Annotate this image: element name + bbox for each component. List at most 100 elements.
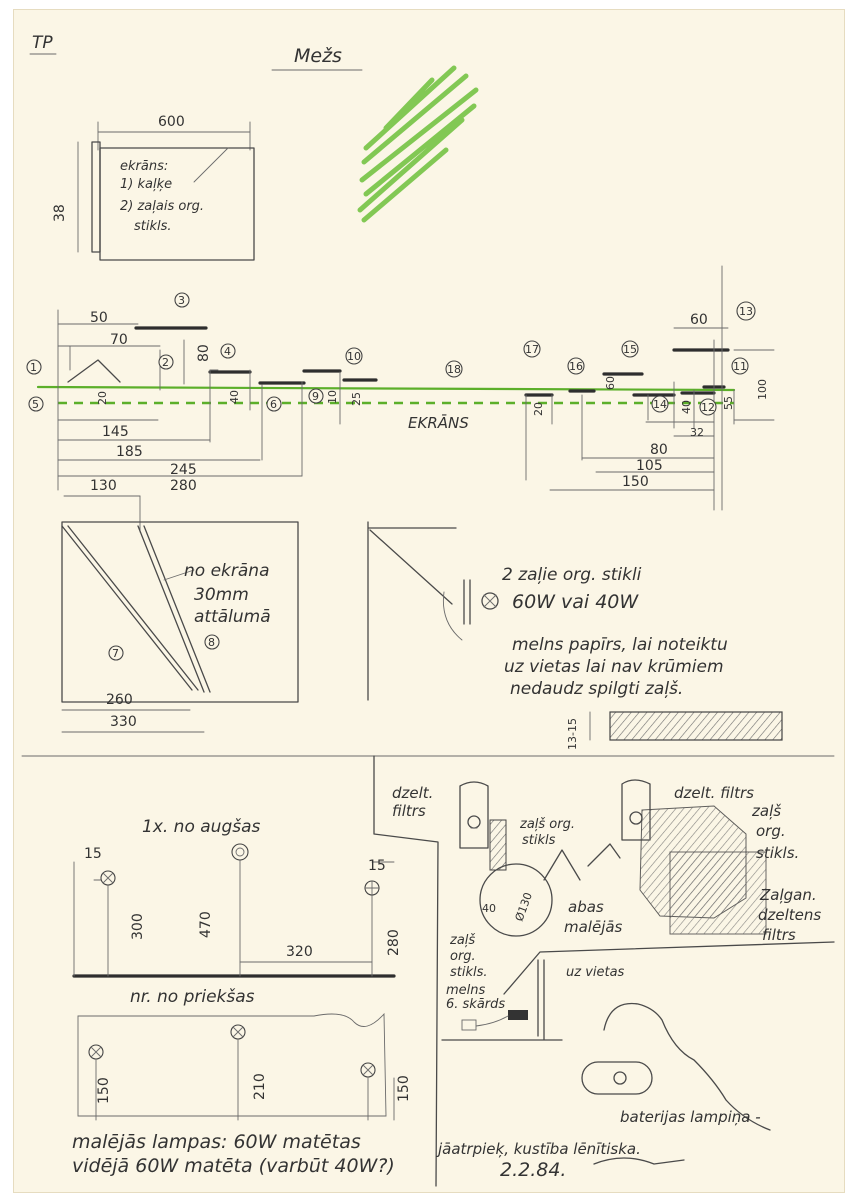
plan-right-line-2: 60W vai 40W: [512, 591, 639, 613]
screen-label: EKRĀNS: [408, 414, 469, 432]
dim-25: 25: [350, 392, 363, 406]
svg-text:3: 3: [178, 294, 185, 307]
section-profile: EKRĀNS 50 70 80 60 20 40 10 25 20 60 40 …: [26, 265, 775, 661]
dim-105: 105: [636, 458, 663, 474]
green-scribble: [357, 65, 479, 223]
svg-text:9: 9: [312, 390, 319, 403]
dim-600: 600: [158, 114, 185, 130]
plan-right-note-2: uz vietas lai nav krūmiem: [504, 657, 724, 677]
note-outer-lamps: malējās lampas: 60W matētas: [72, 1131, 361, 1153]
dim-80: 80: [196, 344, 212, 362]
dim-100: 100: [756, 379, 769, 400]
lamp-top-dim-300: 300: [130, 913, 146, 940]
lamp-top-title: 1x. no augšas: [142, 817, 261, 837]
svg-text:14: 14: [653, 398, 667, 411]
dim-40-c: 40: [482, 902, 496, 915]
lbl-glass-bot-3: stikls.: [450, 965, 488, 980]
signature: [593, 1157, 685, 1165]
svg-text:18: 18: [447, 363, 461, 376]
drawing-sheet: TP Mežs 600 38 ekrāns: 1) kaļķe 2) zaļai…: [14, 10, 844, 1192]
dim-20-a: 20: [96, 391, 109, 405]
plan-right-note-3: nedaudz spilgti zaļš.: [510, 679, 683, 699]
lbl-black-can-2: 6. skārds: [446, 997, 505, 1012]
lbl-bottom: jāatrpieķ, kustība lēnītiska.: [436, 1140, 641, 1158]
right-sketch: dzelt. filtrs zaļš org. stikls 40 Ø130 a…: [392, 779, 835, 1181]
dim-50: 50: [90, 310, 108, 326]
svg-text:7: 7: [112, 647, 119, 660]
lbl-glass-right-1: zaļš: [751, 802, 781, 820]
screen-line-4: stikls.: [134, 219, 172, 234]
dim-130-c: Ø130: [513, 891, 535, 923]
svg-text:16: 16: [569, 360, 583, 373]
lbl-green-yellow-3: filtrs: [762, 926, 796, 944]
lbl-both-1: abas: [568, 898, 604, 916]
svg-text:12: 12: [701, 401, 715, 414]
dim-330: 330: [110, 714, 137, 730]
plan-note-3: attālumā: [194, 607, 271, 627]
lamp-front-dim-150b: 150: [396, 1075, 412, 1102]
svg-text:2: 2: [162, 356, 169, 369]
dim-145: 145: [102, 424, 129, 440]
black-strip: [609, 711, 783, 741]
plan-note-1: no ekrāna: [184, 561, 269, 581]
dim-245: 245: [170, 462, 197, 478]
dim-40-b: 40: [680, 400, 693, 414]
dim-260: 260: [106, 692, 133, 708]
svg-text:11: 11: [733, 360, 747, 373]
screen-line-3: 2) zaļais org.: [120, 199, 204, 214]
dim-10: 10: [326, 390, 339, 404]
plan-right: 2 zaļie org. stikli 60W vai 40W melns pa…: [367, 521, 783, 750]
lbl-battery: baterijas lampiņa -: [620, 1108, 761, 1126]
dim-55: 55: [722, 396, 735, 410]
lamp-top-dim-470: 470: [198, 911, 214, 938]
lbl-green-yellow-1: Zaļgan.: [759, 886, 817, 904]
sketch-date: 2.2.84.: [500, 1159, 566, 1181]
lamp-top-dim-15b: 15: [368, 858, 386, 874]
lamp-front-dim-150: 150: [96, 1077, 112, 1104]
dim-280: 280: [170, 478, 197, 494]
lamp-top-dim-15: 15: [84, 846, 102, 862]
plan-note-2: 30mm: [194, 585, 249, 605]
dim-38: 38: [52, 204, 68, 222]
lbl-glass-bot-2: org.: [450, 949, 476, 964]
lbl-filter-left-1: dzelt.: [392, 784, 433, 802]
lbl-glass-left-2: stikls: [522, 833, 556, 848]
lbl-glass-bot-1: zaļš: [449, 933, 475, 948]
dim-130: 130: [90, 478, 117, 494]
svg-text:17: 17: [525, 343, 539, 356]
svg-text:15: 15: [623, 343, 637, 356]
lbl-both-2: malējās: [564, 918, 623, 936]
plan-right-line-1: 2 zaļie org. stikli: [502, 565, 642, 585]
lbl-on-site: uz vietas: [566, 965, 625, 980]
dim-80-r: 80: [650, 442, 668, 458]
screen-detail: 600 38 ekrāns: 1) kaļķe 2) zaļais org. s…: [52, 114, 255, 261]
svg-text:8: 8: [208, 636, 215, 649]
dim-32: 32: [690, 426, 704, 439]
svg-text:13: 13: [739, 305, 753, 318]
dim-13-15: 13-15: [566, 718, 579, 750]
lbl-glass-right-2: org.: [756, 822, 786, 840]
lamp-plan-front: nr. no priekšas 150 210 150: [77, 987, 412, 1121]
lbl-glass-right-3: stikls.: [756, 844, 799, 862]
lbl-filter-left-2: filtrs: [392, 802, 426, 820]
lbl-filter-right: dzelt. filtrs: [674, 784, 754, 802]
corner-mark: TP: [32, 33, 53, 53]
divider-vertical: [373, 755, 439, 1187]
svg-text:5: 5: [32, 398, 39, 411]
lamp-front-dim-210: 210: [252, 1073, 268, 1100]
lbl-green-yellow-2: dzeltens: [758, 906, 821, 924]
markers: 1 2 3 4 5 6 7 8 9 10 11 12 13 14 15 16 1…: [26, 292, 756, 661]
dim-20-b: 20: [532, 402, 545, 416]
lamp-front-title: nr. no priekšas: [130, 987, 255, 1007]
technical-sketch: TP Mežs 600 38 ekrāns: 1) kaļķe 2) zaļai…: [21, 33, 835, 1187]
dim-185: 185: [116, 444, 143, 460]
lamp-plan-top: 1x. no augšas 15 300 470 15 320 280: [72, 817, 402, 978]
dim-60-b: 60: [604, 376, 617, 390]
lamp-top-dim-320: 320: [286, 944, 313, 960]
plan-right-note-1: melns papīrs, lai noteiktu: [512, 635, 728, 655]
svg-text:6: 6: [270, 398, 277, 411]
svg-text:1: 1: [30, 361, 37, 374]
screen-line-2: 1) kaļķe: [120, 177, 172, 192]
page-title: Mežs: [294, 45, 342, 67]
plan-left: 130 no ekrāna 30mm attālumā 260 330: [61, 478, 299, 733]
